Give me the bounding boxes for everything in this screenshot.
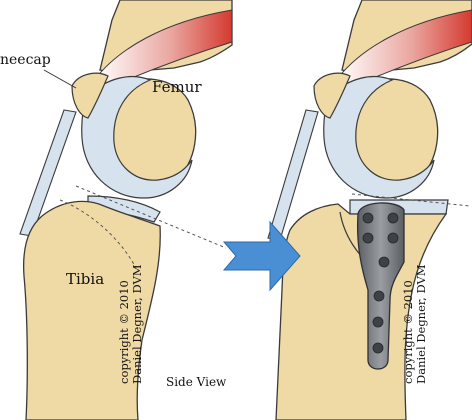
copyright-right-line1: copyright © 2010 bbox=[401, 280, 415, 384]
screw bbox=[372, 316, 384, 328]
left-kneecap bbox=[71, 72, 109, 119]
screw bbox=[362, 232, 374, 244]
kneecap-leader-line bbox=[43, 69, 77, 89]
kneecap-label: neecap bbox=[0, 52, 51, 68]
copyright-left: copyright © 2010 Daniel Degner, DVM bbox=[117, 264, 144, 384]
plate-screws bbox=[362, 212, 399, 354]
left-knee bbox=[19, 0, 233, 420]
screw bbox=[378, 256, 390, 268]
left-femur-cartilage bbox=[81, 75, 193, 199]
left-quadriceps-muscle bbox=[95, 9, 233, 87]
right-femur-cartilage bbox=[323, 75, 435, 199]
tibia-label: Tibia bbox=[66, 270, 104, 288]
screw bbox=[387, 232, 399, 244]
copyright-left-line2: Daniel Degner, DVM bbox=[130, 264, 144, 384]
right-plateau-slope-line bbox=[351, 193, 471, 207]
screw bbox=[387, 212, 399, 224]
tplo-plate bbox=[356, 202, 405, 370]
right-kneecap bbox=[313, 72, 351, 119]
copyright-left-line1: copyright © 2010 bbox=[117, 280, 131, 384]
screw bbox=[362, 212, 374, 224]
right-knee bbox=[267, 0, 472, 420]
left-osteotomy-arc bbox=[59, 199, 137, 269]
screw bbox=[372, 342, 384, 354]
side-view-label: Side View bbox=[166, 375, 227, 389]
copyright-right: copyright © 2010 Daniel Degner, DVM bbox=[401, 264, 428, 384]
right-quadriceps-muscle bbox=[337, 9, 472, 87]
copyright-right-line2: Daniel Degner, DVM bbox=[414, 264, 428, 384]
screw bbox=[373, 290, 385, 302]
transition-arrow bbox=[222, 220, 301, 292]
femur-label: Femur bbox=[152, 78, 202, 96]
left-tibia bbox=[22, 200, 161, 420]
